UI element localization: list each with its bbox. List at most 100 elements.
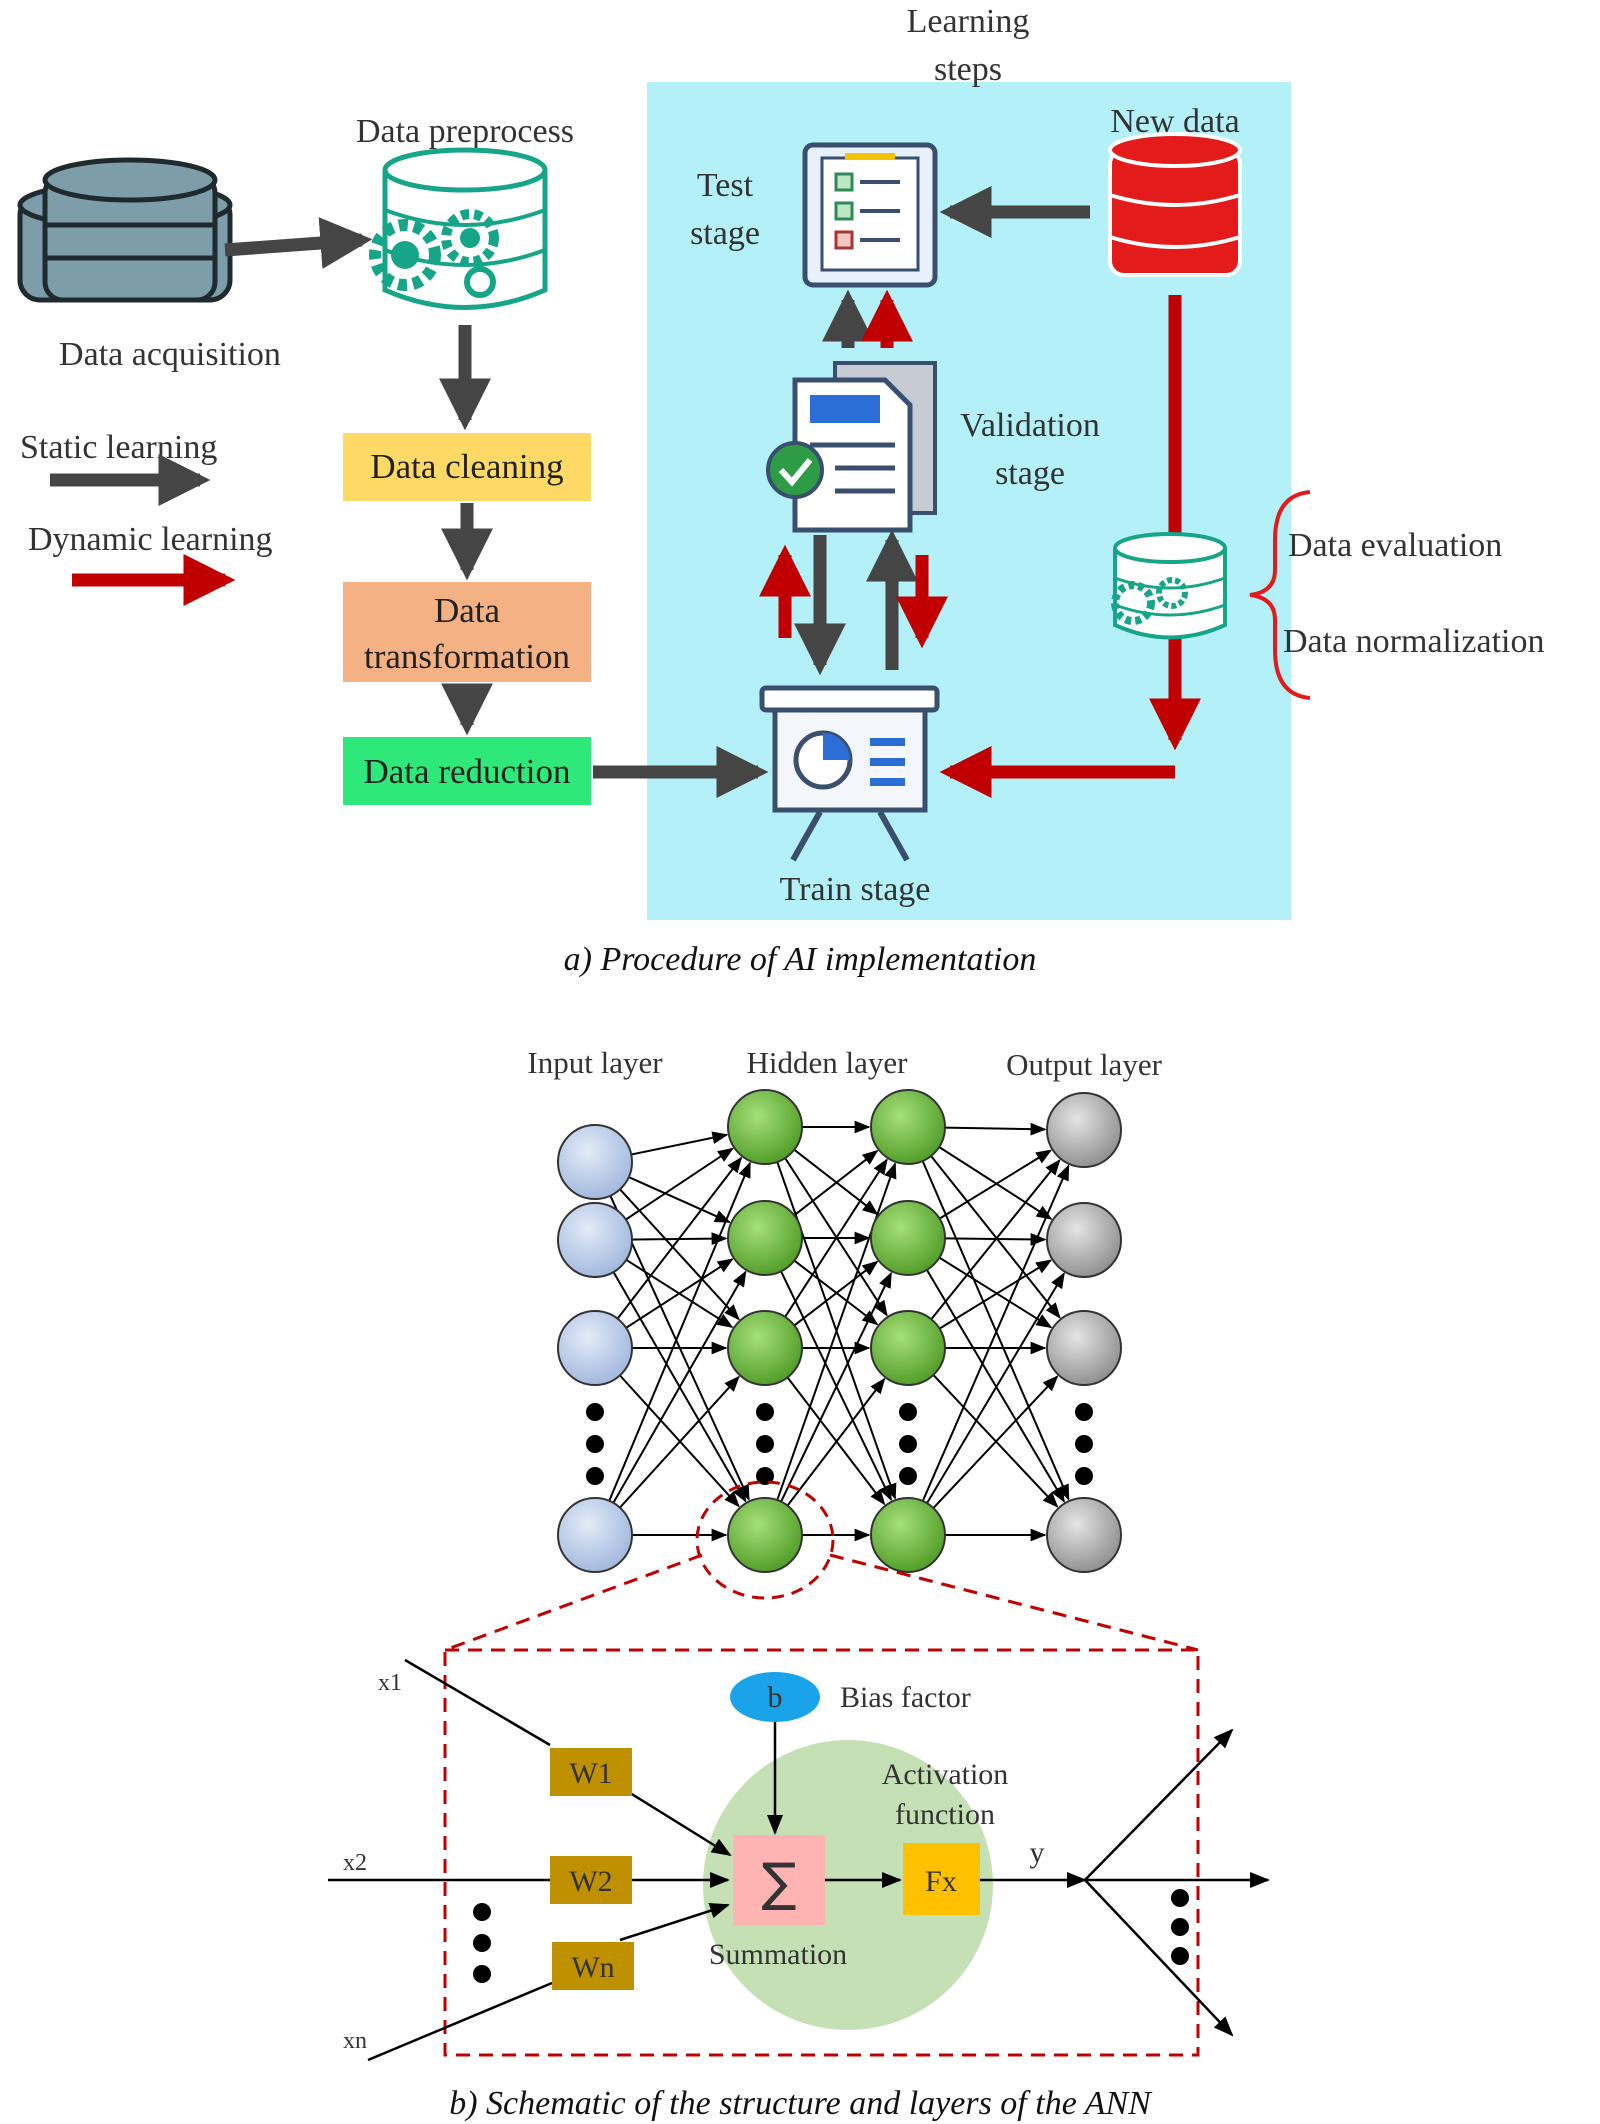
- output-node: [1046, 1310, 1122, 1386]
- ellipsis-dot: [1075, 1467, 1093, 1485]
- input-node: [557, 1202, 633, 1278]
- input-node: [557, 1497, 633, 1573]
- panel-b-caption: b) Schematic of the structure and layers…: [449, 2085, 1153, 2122]
- ellipsis-dot: [756, 1435, 774, 1453]
- input-dot: [473, 1903, 491, 1921]
- data-preprocess-label: Data preprocess: [356, 113, 574, 150]
- ellipsis-dot: [586, 1403, 604, 1421]
- hidden-node: [727, 1089, 803, 1165]
- network-nodes: [557, 1089, 1122, 1573]
- network-connection: [938, 1146, 1053, 1220]
- network-connection: [628, 1176, 731, 1223]
- input-lines: [328, 1658, 1270, 2062]
- ellipsis-dot: [899, 1403, 917, 1421]
- input-node: [557, 1310, 633, 1386]
- learning-steps-label-2: steps: [934, 51, 1002, 88]
- weight-wn-box: [552, 1942, 634, 1990]
- ellipsis-dot: [756, 1403, 774, 1421]
- ellipsis-dot: [899, 1467, 917, 1485]
- dynamic-flow-arrows: [759, 289, 1201, 798]
- output-y-label: y: [1030, 1836, 1045, 1869]
- network-connection: [930, 1155, 1061, 1319]
- input-layer-label: Input layer: [527, 1045, 663, 1080]
- data-transformation-label: Data: [434, 591, 501, 630]
- weight-w1-box: [550, 1748, 632, 1796]
- bias-ellipse: [730, 1672, 820, 1722]
- ellipsis-dots: [586, 1403, 1093, 1485]
- data-reduction-box: [343, 737, 591, 805]
- ellipsis-dot: [586, 1435, 604, 1453]
- validation-document-icon: [766, 361, 937, 533]
- network-connection: [926, 1272, 1065, 1504]
- data-cleaning-label: Data cleaning: [370, 447, 563, 486]
- data-normalization-label: Data normalization: [1283, 623, 1545, 660]
- panel-b: Input layer Hidden layer Output layer: [328, 1045, 1270, 2122]
- preprocess-database-icon: [369, 147, 548, 310]
- network-connection: [921, 1160, 1070, 1501]
- network-connections: [608, 1120, 1070, 1542]
- dynamic-learning-label: Dynamic learning: [28, 521, 273, 558]
- network-connection: [608, 1161, 751, 1502]
- activation-symbol: Fx: [925, 1865, 957, 1898]
- output-dot: [1171, 1918, 1189, 1936]
- input-dot: [473, 1934, 491, 1952]
- weight-w1-label: W1: [569, 1757, 612, 1790]
- data-cleaning-box: [343, 433, 591, 501]
- train-stage-label: Train stage: [780, 871, 931, 908]
- network-connection: [932, 1375, 1059, 1509]
- network-connection: [625, 1258, 734, 1329]
- bias-symbol: b: [768, 1681, 783, 1714]
- static-learning-label: Static learning: [20, 429, 217, 466]
- output-node: [1046, 1202, 1122, 1278]
- output-dot: [1171, 1947, 1189, 1965]
- input-xn-label: xn: [343, 2028, 367, 2054]
- checklist-icon: [802, 142, 938, 288]
- weight-w2-box: [550, 1856, 632, 1904]
- network-connection: [926, 1269, 1065, 1503]
- ellipsis-dot: [1075, 1403, 1093, 1421]
- hidden-node: [727, 1310, 803, 1386]
- data-transformation-box: [343, 582, 591, 682]
- hidden-node: [870, 1497, 946, 1573]
- network-connection: [793, 1260, 879, 1327]
- summation-symbol: ∑: [761, 1853, 796, 1913]
- data-reduction-label: Data reduction: [364, 752, 571, 791]
- ellipsis-dot: [1075, 1435, 1093, 1453]
- output-dot: [1171, 1889, 1189, 1907]
- summation-label: Summation: [709, 1938, 847, 1971]
- output-layer-label: Output layer: [1006, 1047, 1162, 1082]
- network-connection: [939, 1259, 1053, 1330]
- input-x1-label: x1: [378, 1670, 402, 1696]
- input-node: [557, 1124, 633, 1200]
- database-icon: [17, 157, 233, 303]
- network-connection: [780, 1271, 892, 1503]
- network-connection: [921, 1164, 1070, 1502]
- input-x2-label: x2: [343, 1850, 367, 1876]
- evaluation-brace: [1249, 490, 1311, 700]
- hidden-node: [727, 1200, 803, 1276]
- hidden-node: [870, 1089, 946, 1165]
- output-node: [1046, 1092, 1122, 1168]
- panel-a: Learning steps Data acquisition Data pre…: [17, 3, 1545, 978]
- data-transformation-label-2: transformation: [364, 637, 570, 676]
- zoom-line-right: [829, 1553, 1199, 1652]
- validation-stage-label: Validation: [960, 407, 1100, 444]
- neuron-detail-box: [443, 1648, 1200, 2057]
- zoom-line-left: [444, 1553, 703, 1652]
- network-connection: [930, 1159, 1061, 1320]
- network-connection: [938, 1256, 1053, 1329]
- hidden-node: [870, 1200, 946, 1276]
- weight-wn-label: Wn: [571, 1951, 614, 1984]
- learning-steps-label: Learning: [907, 3, 1030, 40]
- network-connection: [944, 1122, 1047, 1136]
- zoom-highlight-ellipse: [695, 1480, 835, 1600]
- network-connection: [619, 1375, 740, 1509]
- output-node: [1046, 1497, 1122, 1573]
- data-evaluation-label: Data evaluation: [1288, 527, 1502, 564]
- new-data-database-icon: [1108, 132, 1242, 277]
- static-flow-arrows: [224, 186, 1090, 798]
- train-stage-icon: [759, 685, 940, 862]
- network-connection: [625, 1147, 734, 1221]
- bias-factor-label: Bias factor: [840, 1681, 971, 1714]
